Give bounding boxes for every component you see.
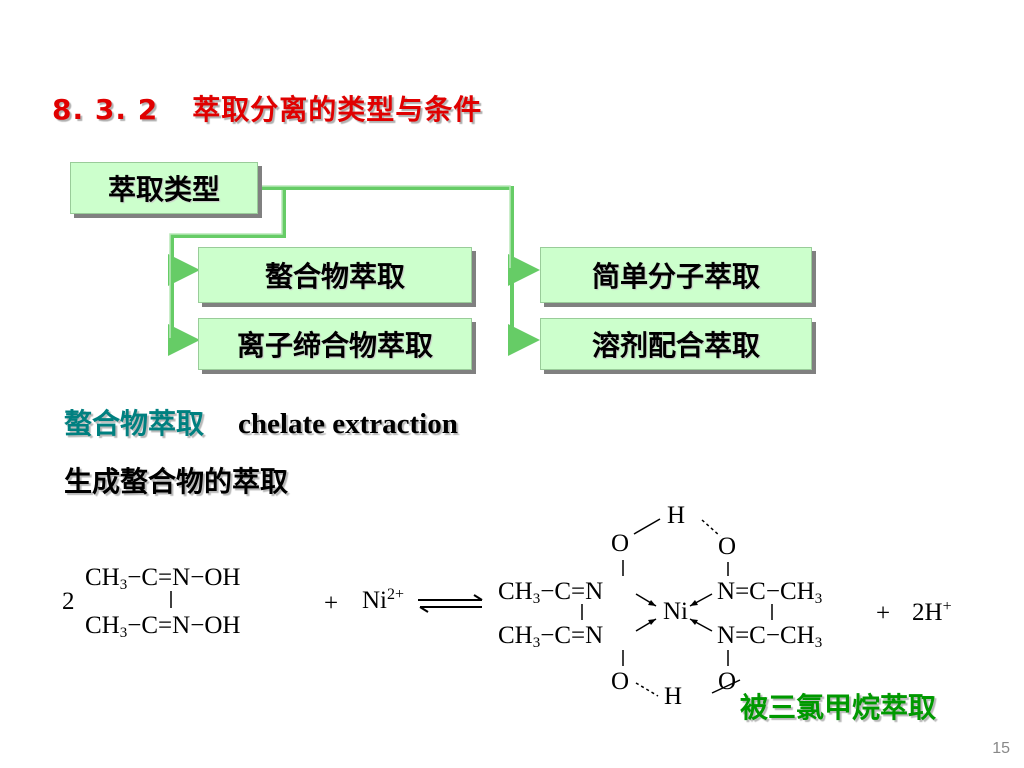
connector-left <box>170 188 286 340</box>
oxygen-top-left: O <box>611 530 630 557</box>
plus-1: + <box>324 590 339 617</box>
box-simple-molecule-extraction: 简单分子萃取 <box>540 247 812 303</box>
product-left-row-1: CH3−C=N <box>498 578 604 607</box>
box-chelate-extraction: 螯合物萃取 <box>198 247 472 303</box>
plus-2: + <box>876 600 891 627</box>
nickel-ion: Ni2+ <box>362 586 405 614</box>
oxygen-top-right: O <box>718 533 737 560</box>
chloroform-note: 被三氯甲烷萃取 <box>740 691 937 724</box>
reactant-row-2: CH3−C=N−OH <box>85 612 241 641</box>
product-left-row-2: CH3−C=N <box>498 622 604 651</box>
product-right-row-2: N=C−CH3 <box>717 622 823 651</box>
box-solvent-complex-extraction: 溶剂配合萃取 <box>540 318 812 370</box>
reactant-row-1: CH3−C=N−OH <box>85 564 241 593</box>
hydrogen-top: H <box>667 502 686 529</box>
box-ion-association-extraction: 离子缔合物萃取 <box>198 318 472 370</box>
hydrogen-bottom: H <box>664 683 683 710</box>
product-right-row-1: N=C−CH3 <box>717 578 823 607</box>
box-extraction-types: 萃取类型 <box>70 162 258 214</box>
page-number: 15 <box>992 740 1010 757</box>
oxygen-bottom-left: O <box>611 668 630 695</box>
hydrogen-ions: 2H+ <box>912 598 952 626</box>
coefficient: 2 <box>62 588 75 615</box>
subheading: 生成螯合物的萃取 <box>64 465 289 498</box>
section-heading: 螯合物萃取 chelate extraction <box>64 402 458 442</box>
section-label: 螯合物萃取 <box>64 407 205 440</box>
nickel-center: Ni <box>663 598 688 625</box>
section-english: chelate extraction <box>238 408 458 440</box>
